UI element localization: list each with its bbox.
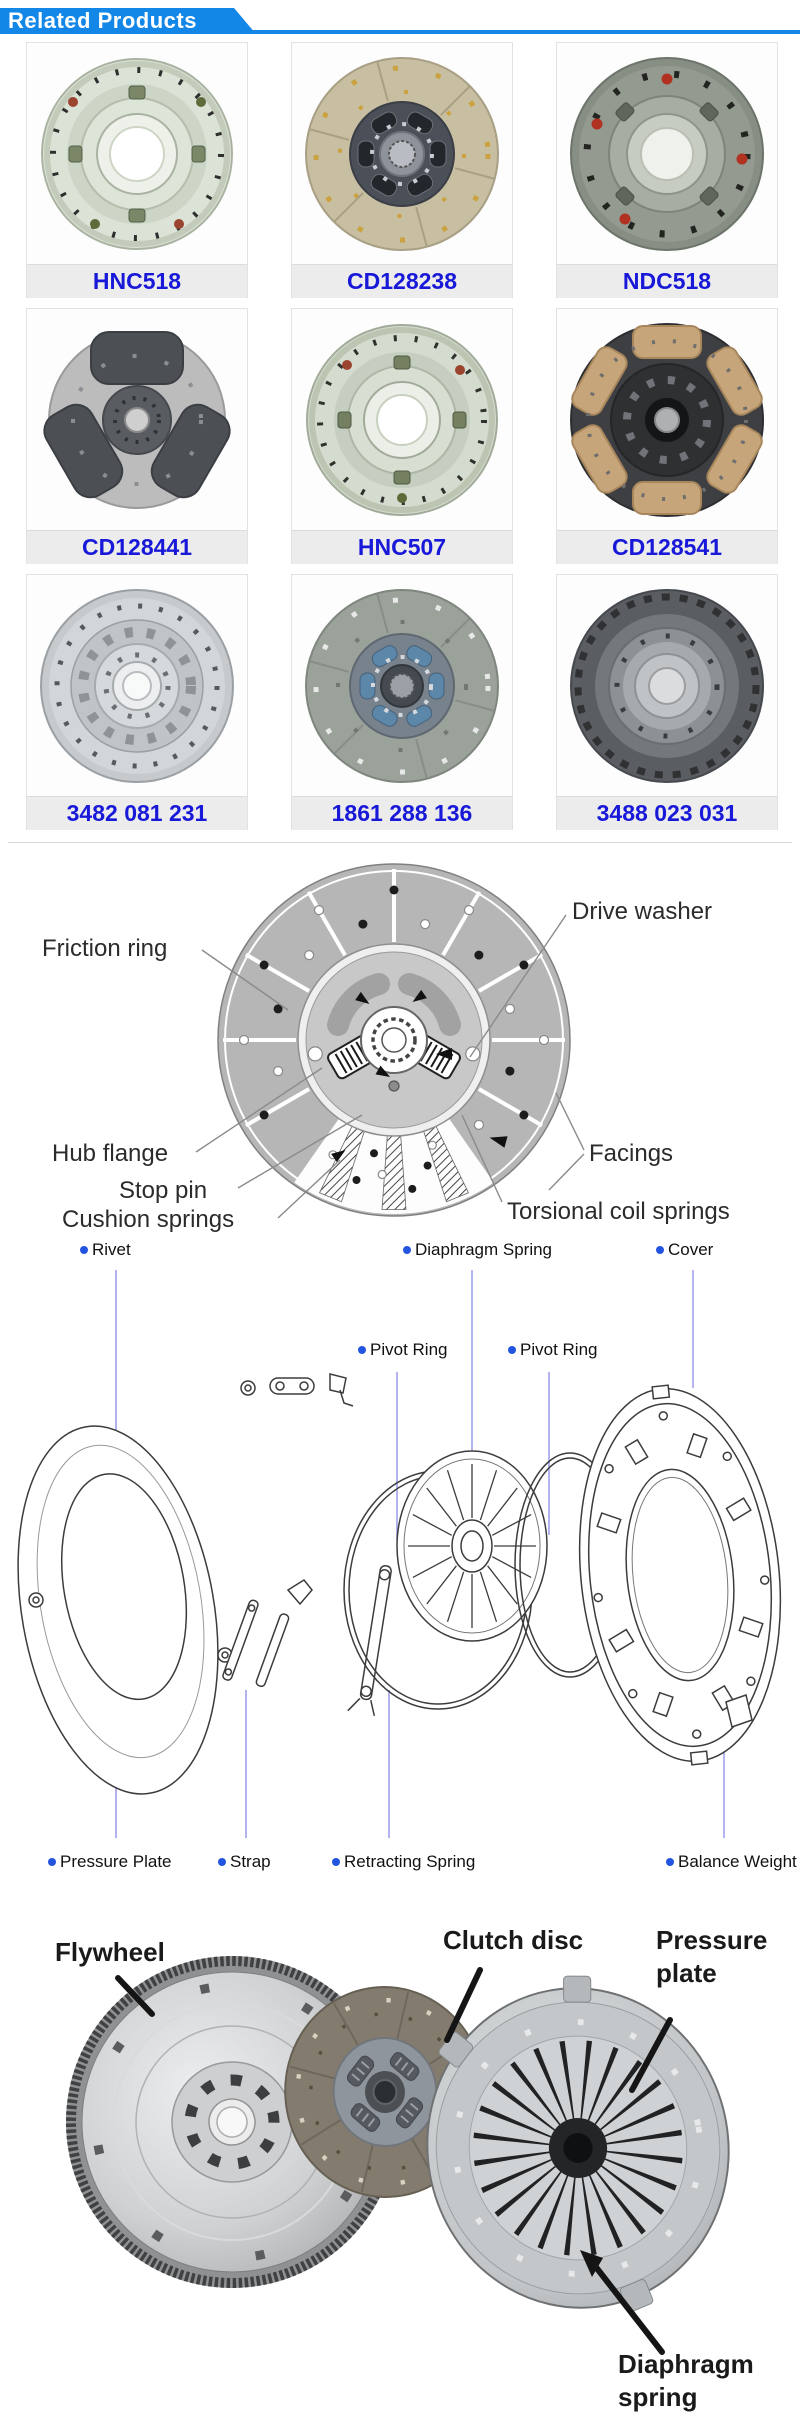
product-image[interactable]: [557, 43, 777, 264]
ceramic-disc-illustration: [570, 322, 764, 517]
flywheel-label: Flywheel: [55, 1937, 165, 1967]
balance-weight-part: [725, 1694, 753, 1728]
bullet-icon: [332, 1858, 340, 1866]
cushion-springs-label: Cushion springs: [62, 1206, 235, 1233]
bullet-icon: [80, 1246, 88, 1254]
diaphragm-spring-label: Diaphragm spring: [618, 2349, 754, 2412]
balance-weight-label: Balance Weight: [666, 1852, 797, 1872]
cover-part: [578, 1384, 782, 1766]
product-card[interactable]: HNC518: [26, 42, 248, 298]
pivot-ring-label: Pivot Ring: [358, 1340, 447, 1360]
pressure-plate-illustration: [426, 1975, 730, 2313]
exploded-clutch-cover-diagram: [17, 1373, 782, 1795]
stop-pin-label: Stop pin: [119, 1177, 208, 1204]
product-image[interactable]: [292, 43, 512, 264]
product-image[interactable]: [292, 309, 512, 530]
pivot-ring-label: Pivot Ring: [508, 1340, 597, 1360]
related-products-grid: HNC518: [26, 42, 778, 830]
product-code-link[interactable]: CD128541: [557, 530, 777, 564]
torsional-coil-springs-label: Torsional coil springs: [507, 1198, 730, 1225]
bullet-icon: [403, 1246, 411, 1254]
drive-washer-label: Drive washer: [572, 898, 713, 925]
pressure-plate-label: Pressure Plate: [48, 1852, 172, 1872]
clutch-cover-illustration: [41, 57, 233, 250]
product-card[interactable]: NDC518: [556, 42, 778, 298]
product-card[interactable]: HNC507: [291, 308, 513, 564]
product-code-link[interactable]: CD128441: [27, 530, 247, 564]
retracting-spring-label: Retracting Spring: [332, 1852, 475, 1872]
product-code-link[interactable]: HNC507: [292, 530, 512, 564]
clutch-disc-cutaway-diagram: [217, 863, 571, 1217]
bullet-icon: [666, 1858, 674, 1866]
product-code-link[interactable]: 3488 023 031: [557, 796, 777, 830]
product-card[interactable]: CD128238: [291, 42, 513, 298]
friction-ring-label: Friction ring: [42, 935, 168, 962]
cover-label: Cover: [656, 1240, 713, 1260]
product-card[interactable]: CD128441: [26, 308, 248, 564]
product-card[interactable]: 3488 023 031: [556, 574, 778, 830]
banner-tab: [0, 8, 256, 34]
clutch-cover-illustration: [40, 588, 234, 783]
product-card[interactable]: 1861 288 136: [291, 574, 513, 830]
product-image[interactable]: [27, 575, 247, 796]
clutch-disc-illustration: [305, 588, 499, 783]
rivet-parts: [240, 1373, 354, 1407]
clutch-disc-label: Clutch disc: [443, 1925, 584, 1955]
product-card[interactable]: CD128541: [556, 308, 778, 564]
product-code-link[interactable]: NDC518: [557, 264, 777, 298]
product-image[interactable]: [292, 575, 512, 796]
product-code-link[interactable]: CD128238: [292, 264, 512, 298]
clutch-assembly-photo: [66, 1956, 730, 2355]
product-image[interactable]: [27, 309, 247, 530]
clutch-cover-illustration: [570, 56, 764, 251]
section-divider: [8, 842, 792, 843]
pull-type-cover-illustration: [570, 588, 764, 783]
product-code-link[interactable]: 3482 081 231: [27, 796, 247, 830]
cutaway-leader-lines: [195, 914, 585, 1219]
clutch-cover-illustration: [306, 323, 498, 516]
product-code-link[interactable]: HNC518: [27, 264, 247, 298]
strap-label: Strap: [218, 1852, 271, 1872]
retracting-spring-part: [347, 1565, 392, 1717]
diaphragm-spring-part: [396, 1450, 548, 1642]
pressure-plate-part: [17, 1425, 219, 1795]
paddle-disc-illustration: [43, 330, 231, 509]
pressure-plate-label: Pressure plate: [656, 1925, 768, 1988]
product-image[interactable]: [557, 575, 777, 796]
product-card[interactable]: 3482 081 231: [26, 574, 248, 830]
strap-parts: [222, 1579, 313, 1688]
product-image[interactable]: [557, 309, 777, 530]
product-code-link[interactable]: 1861 288 136: [292, 796, 512, 830]
bullet-icon: [218, 1858, 226, 1866]
rivet-label: Rivet: [80, 1240, 131, 1260]
section-title: Related Products: [8, 8, 197, 33]
banner-underline: [0, 30, 800, 34]
clutch-disc-illustration: [284, 1986, 486, 2198]
product-image[interactable]: [27, 43, 247, 264]
facings-label: Facings: [589, 1140, 674, 1167]
hub-flange-label: Hub flange: [52, 1140, 169, 1167]
bullet-icon: [358, 1346, 366, 1354]
bullet-icon: [48, 1858, 56, 1866]
clutch-disc-illustration: [305, 56, 499, 251]
bullet-icon: [508, 1346, 516, 1354]
photo-label-arrows: [115, 1967, 673, 2355]
diaphragm-spring-label: Diaphragm Spring: [403, 1240, 552, 1260]
bullet-icon: [656, 1246, 664, 1254]
